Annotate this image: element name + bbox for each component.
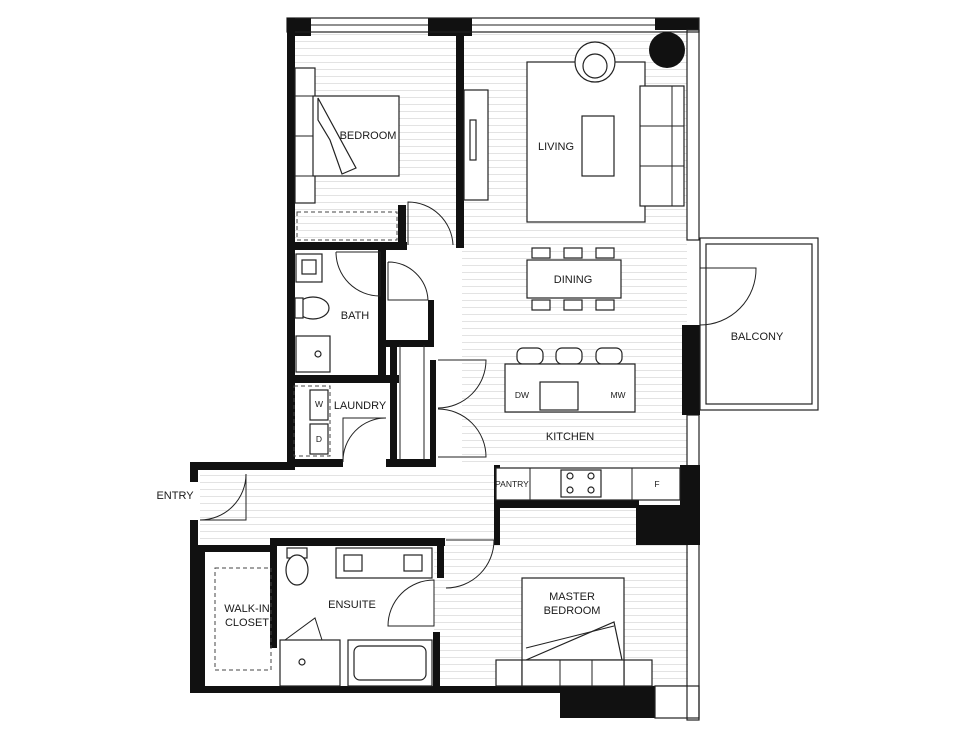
dishwasher-label: DW — [515, 390, 529, 400]
washer-label: W — [315, 399, 323, 409]
laundry-fixtures — [293, 385, 331, 457]
ensuite-label: ENSUITE — [328, 599, 376, 611]
master-bedroom-furniture — [495, 577, 653, 687]
doors — [199, 201, 757, 641]
fridge-label: F — [654, 479, 659, 489]
ensuite-fixtures — [279, 547, 433, 687]
room-labels: BEDROOM LIVING DINING BATH BALCONY LAUND… — [156, 130, 783, 629]
kitchen-fixtures — [399, 345, 681, 501]
walk-in-closet-label-2: CLOSET — [225, 617, 269, 629]
dryer-label: D — [316, 434, 322, 444]
master-bedroom-label-2: BEDROOM — [544, 605, 601, 617]
balcony-label: BALCONY — [731, 331, 784, 343]
bath-fixtures — [294, 253, 331, 373]
pantry-label: PANTRY — [495, 479, 529, 489]
dining-label: DINING — [554, 274, 593, 286]
master-bedroom-label-1: MASTER — [549, 591, 595, 603]
bedroom-label: BEDROOM — [340, 130, 397, 142]
closet-fixtures — [214, 567, 272, 671]
kitchen-label: KITCHEN — [546, 431, 594, 443]
living-label: LIVING — [538, 141, 574, 153]
appliance-labels: DW MW F W D — [315, 390, 660, 489]
bath-label: BATH — [341, 310, 370, 322]
bedroom-furniture — [294, 67, 489, 241]
microwave-label: MW — [610, 390, 625, 400]
walk-in-closet-label-1: WALK-IN — [224, 603, 269, 615]
living-furniture — [526, 32, 685, 223]
balcony — [699, 237, 819, 411]
laundry-label: LAUNDRY — [334, 400, 387, 412]
entry-label: ENTRY — [156, 490, 194, 502]
dining-furniture — [526, 247, 622, 311]
walls — [190, 17, 700, 721]
